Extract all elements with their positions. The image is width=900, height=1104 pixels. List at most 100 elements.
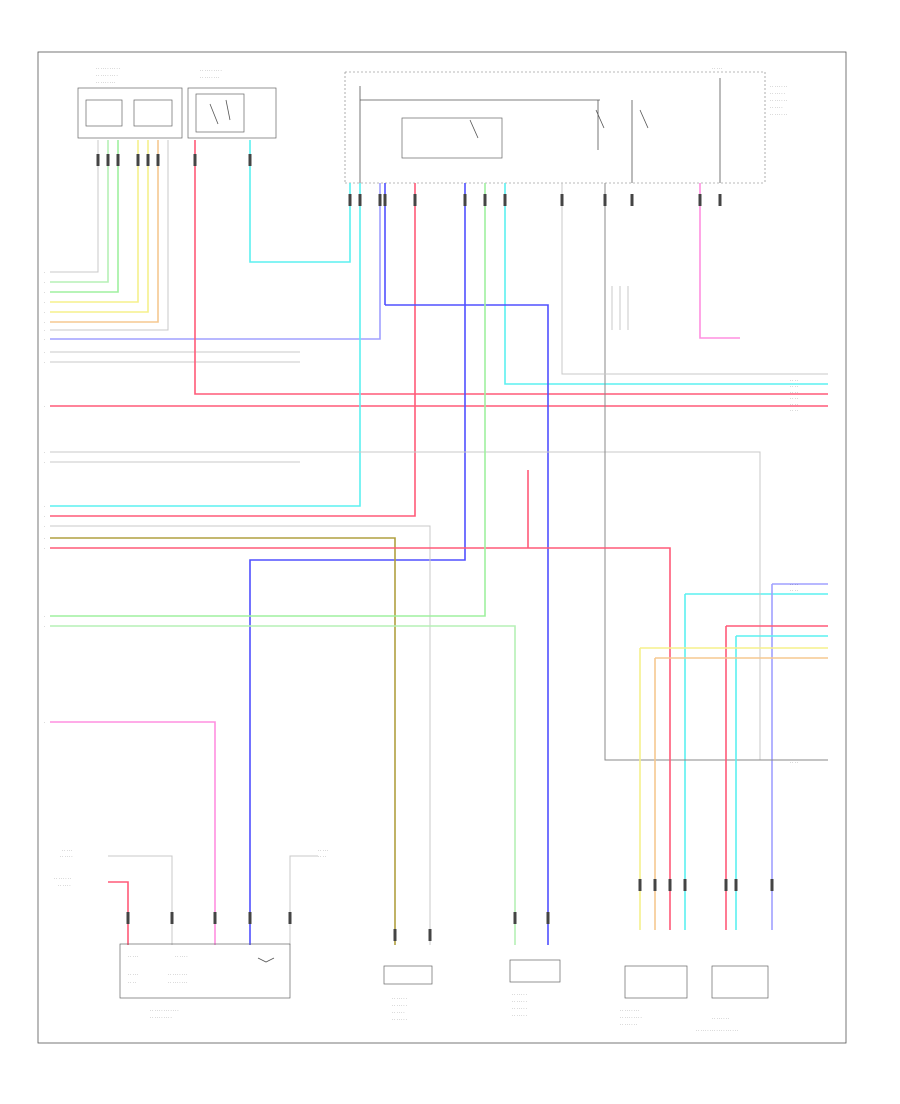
- connector-pin: [96, 154, 100, 166]
- pin-marker: ·: [44, 361, 45, 365]
- svg-text:· · · ·: · · · ·: [790, 397, 798, 401]
- svg-text:· · · · · · · ·: · · · · · · · ·: [620, 1023, 637, 1027]
- connector-pin: [483, 194, 487, 206]
- pin-marker: ·: [44, 615, 45, 619]
- connector-pin: [126, 912, 130, 924]
- wire-29: [50, 537, 396, 945]
- wire-2: [50, 140, 109, 283]
- svg-text:· · · · ·: · · · · ·: [62, 849, 72, 853]
- connector-pin: [503, 194, 507, 206]
- wire-11: [194, 140, 828, 395]
- pin-marker: ·: [44, 505, 45, 509]
- svg-text:· · · · · · ·: · · · · · · ·: [512, 993, 527, 997]
- pin-marker: ·: [44, 281, 45, 285]
- wire-4: [50, 140, 139, 303]
- svg-text:· · · · ·: · · · · ·: [128, 955, 138, 959]
- connector-pin: [638, 879, 642, 891]
- connector-pin: [603, 194, 607, 206]
- wire-8: [50, 183, 381, 340]
- connector-pin: [248, 154, 252, 166]
- pin-marker: ·: [44, 537, 45, 541]
- connector-pin: [248, 912, 252, 924]
- relay-box: · · · · · · · · · · · · · · · · · · ·: [187, 69, 277, 139]
- wire-6: [50, 140, 159, 323]
- pin-marker: ·: [44, 525, 45, 529]
- svg-text:· · · · ·: · · · · ·: [128, 973, 138, 977]
- left-edge-pin-markers: ·····················: [44, 271, 45, 725]
- svg-text:· · · ·: · · · ·: [318, 855, 326, 859]
- connector-pin: [156, 154, 160, 166]
- wire-7: [50, 140, 169, 331]
- connector-pin: [718, 194, 722, 206]
- svg-text:· · · · · · · · · ·: · · · · · · · · · ·: [150, 1016, 172, 1020]
- wire-48: [108, 855, 173, 945]
- connector-pin: [463, 194, 467, 206]
- connector-pin: [770, 879, 774, 891]
- connector-pin: [734, 879, 738, 891]
- wire-16: [504, 183, 828, 385]
- wire-3: [50, 140, 119, 293]
- svg-text:· · · · · · · · ·: · · · · · · · · ·: [96, 81, 115, 85]
- svg-text:· · · · · ·: · · · · · ·: [60, 855, 73, 859]
- pin-marker: ·: [44, 291, 45, 295]
- wire-21: [249, 183, 466, 945]
- svg-text:· · · · · · · · · · · · · · ·: · · · · · · · · · · · · · · · · · · ·: [696, 1029, 738, 1033]
- outer-frame: [37, 51, 847, 1044]
- sensor-a-box: · · · · · · · · · · · · · · · · · · · · …: [620, 965, 688, 1027]
- svg-text:· · · · · · · · · · · · ·: · · · · · · · · · · · · ·: [150, 1009, 179, 1013]
- pin-marker: ·: [44, 515, 45, 519]
- connector-pin: [546, 912, 550, 924]
- connector-pin: [630, 194, 634, 206]
- wire-42: [50, 721, 216, 945]
- pin-marker: ·: [44, 451, 45, 455]
- right-edge-labels: · · · · · · · · · · · · · · · · · · · · …: [790, 379, 798, 765]
- connector-pin: [106, 154, 110, 166]
- svg-text:· · · · · · ·: · · · · · · ·: [512, 1007, 527, 1011]
- pin-marker: ·: [44, 461, 45, 465]
- connector-pin: [170, 912, 174, 924]
- wire-32: [50, 183, 486, 617]
- connector-pin: [668, 879, 672, 891]
- svg-text:· · · · · · ·: · · · · · · ·: [512, 1014, 527, 1018]
- connector-pin: [383, 194, 387, 206]
- connector-pin: [378, 194, 382, 206]
- svg-text:· · · · · · · ·: · · · · · · · ·: [770, 85, 787, 89]
- wire-33: [50, 625, 516, 945]
- connector-pin: [146, 154, 150, 166]
- svg-text:· · · ·: · · · ·: [790, 761, 798, 765]
- wire-28: [50, 525, 431, 945]
- connector-pin: [724, 879, 728, 891]
- connector-pin: [393, 929, 397, 941]
- fuel-pump-driver-box: · · · · · · · · · · · · · · · · · · · · …: [509, 959, 561, 1018]
- fuel-pump-module-box: · · · · · · · · · · · · · · · · · · · · …: [119, 943, 291, 1020]
- svg-text:· · · ·: · · · ·: [790, 385, 798, 389]
- connector-pin: [358, 194, 362, 206]
- svg-text:· · · ·: · · · ·: [128, 981, 136, 985]
- pin-marker: ·: [44, 405, 45, 409]
- svg-text:· · · ·: · · · ·: [790, 379, 798, 383]
- pin-marker: ·: [44, 311, 45, 315]
- wire-13: [50, 183, 416, 517]
- svg-text:· · · · · · · ·: · · · · · · · ·: [54, 877, 71, 881]
- sensor-b-box: · · · · · · · · · · · · · · · · · · · · …: [696, 965, 769, 1033]
- wire-14: [249, 140, 351, 263]
- connector-pin: [136, 154, 140, 166]
- connector-pin: [193, 154, 197, 166]
- pin-marker: ·: [44, 321, 45, 325]
- svg-text:· · · · · ·: · · · · · ·: [392, 1011, 405, 1015]
- svg-text:· · · · · · · · ·: · · · · · · · · ·: [168, 981, 187, 985]
- ecm-connector-block: · · · · · · · · · · · · · · · · · · · · …: [77, 67, 183, 139]
- connector-pin: [348, 194, 352, 206]
- svg-text:· · · · · · · ·: · · · · · · · ·: [712, 1017, 729, 1021]
- svg-text:· · · ·: · · · ·: [790, 589, 798, 593]
- wire-43: [699, 183, 740, 339]
- ecm-bottom-mid-box: · · · · · · · · · · · · · · · · · · · · …: [383, 965, 433, 1022]
- svg-text:· · · · · · ·: · · · · · · ·: [392, 1018, 407, 1022]
- wire-1: [50, 140, 99, 273]
- connector-pin: [288, 912, 292, 924]
- wire-15: [50, 183, 361, 507]
- pin-marker: ·: [44, 625, 45, 629]
- wire-5: [50, 140, 149, 313]
- fuse-relay-block: · · · · · · · · · · · · · · · · · · · · …: [344, 67, 787, 184]
